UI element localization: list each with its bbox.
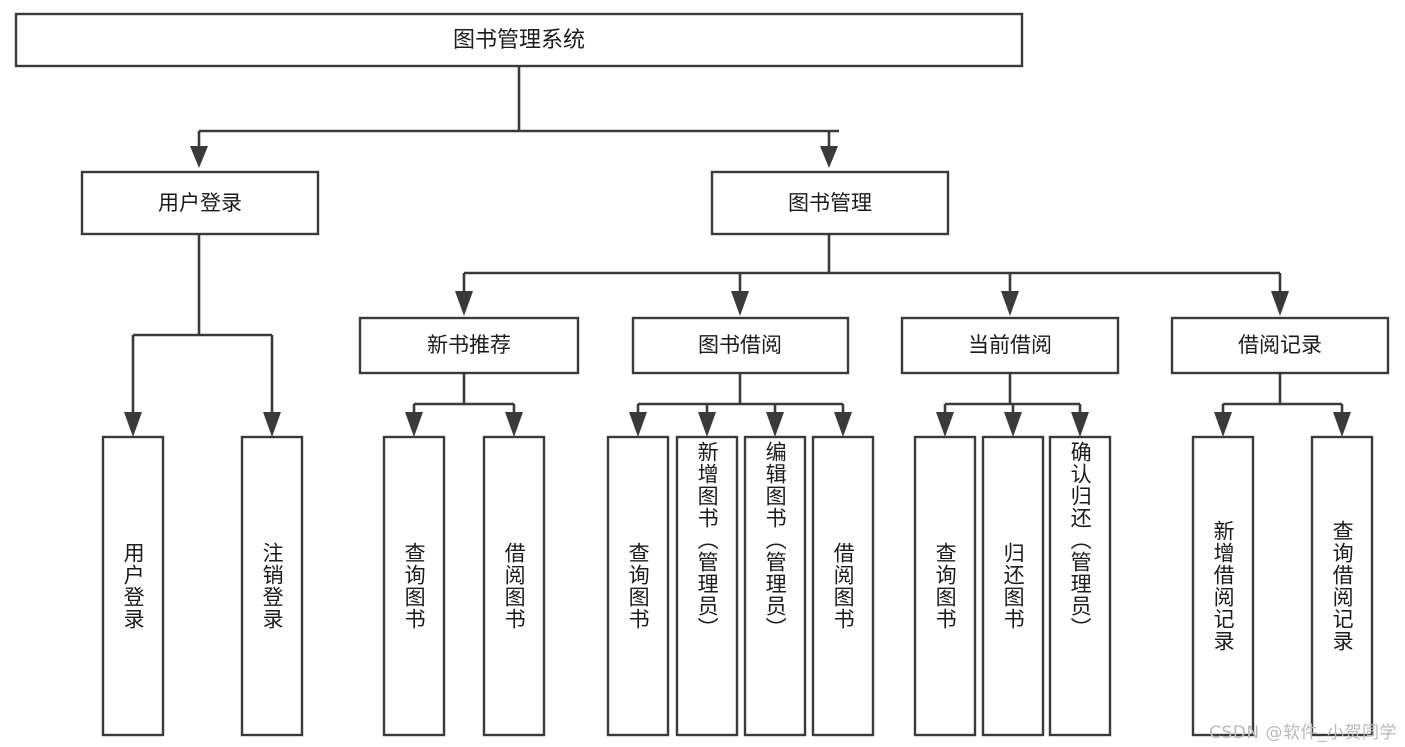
node-user-login-box[interactable] xyxy=(80,170,320,236)
node-current-borrow[interactable]: 当前借阅 xyxy=(900,316,1120,375)
node-book-manage-box[interactable] xyxy=(710,170,950,236)
leaf-box-user-login-0[interactable] xyxy=(101,435,165,737)
arrow-head-level3-2 xyxy=(1001,291,1019,316)
node-root-box[interactable] xyxy=(14,12,1024,68)
node-borrow-record[interactable]: 借阅记录 xyxy=(1170,316,1390,375)
arrow-head-leaf-current-borrow-1 xyxy=(1004,412,1022,437)
arrow-head-leaf-borrow-record-1 xyxy=(1333,412,1351,437)
connector-book-borrow-to-leaves xyxy=(629,373,852,437)
csdn-watermark: CSDN @软件_小贺同学 xyxy=(1209,723,1397,743)
arrow-head-leaf-current-borrow-0 xyxy=(936,412,954,437)
leaf-box-book-borrow-2[interactable] xyxy=(743,435,807,737)
connector-book-manage-to-level3 xyxy=(455,234,1289,316)
arrow-head-book-manage xyxy=(820,146,838,168)
leaf-box-book-borrow-1[interactable] xyxy=(675,435,739,737)
arrow-head-leaf-book-borrow-2 xyxy=(766,412,784,437)
arrow-head-user-login xyxy=(190,146,208,168)
node-book-borrow[interactable]: 图书借阅 xyxy=(631,316,850,375)
arrow-head-leaf-book-borrow-1 xyxy=(698,412,716,437)
arrow-head-leaf-current-borrow-2 xyxy=(1071,412,1089,437)
leaf-box-user-login-1[interactable] xyxy=(240,435,304,737)
leaf-box-current-borrow-0[interactable] xyxy=(913,435,977,737)
node-book-borrow-box[interactable] xyxy=(631,316,850,375)
leaf-box-borrow-record-1[interactable] xyxy=(1310,435,1374,737)
node-book-borrow-label: 图书借阅 xyxy=(698,333,782,357)
arrow-head-leaf-book-borrow-3 xyxy=(834,412,852,437)
arrow-head-leaf-new-book-0 xyxy=(405,412,423,437)
leaf-box-new-book-0[interactable] xyxy=(382,435,446,737)
leaf-box-current-borrow-1[interactable] xyxy=(981,435,1045,737)
arrow-head-level3-1 xyxy=(731,291,749,316)
connector-new-book-to-leaves xyxy=(405,373,523,437)
leaf-box-book-borrow-3[interactable] xyxy=(811,435,875,737)
arrow-head-leaf-borrow-record-0 xyxy=(1214,412,1232,437)
arrow-head-leaf-book-borrow-0 xyxy=(629,412,647,437)
leaf-box-book-borrow-0[interactable] xyxy=(606,435,670,737)
node-new-book-box[interactable] xyxy=(358,316,580,375)
node-borrow-record-box[interactable] xyxy=(1170,316,1390,375)
arrow-head-level3-3 xyxy=(1271,291,1289,316)
node-user-login-label: 用户登录 xyxy=(158,191,242,215)
connector-borrow-record-to-leaves xyxy=(1214,373,1351,437)
node-new-book[interactable]: 新书推荐 xyxy=(358,316,580,375)
node-book-manage-label: 图书管理 xyxy=(788,191,872,215)
leaf-box-current-borrow-2[interactable] xyxy=(1048,435,1112,737)
node-book-manage[interactable]: 图书管理 xyxy=(710,170,950,236)
arrow-head-leaf-user-login-0 xyxy=(124,412,142,437)
node-current-borrow-box[interactable] xyxy=(900,316,1120,375)
node-user-login[interactable]: 用户登录 xyxy=(80,170,320,236)
node-current-borrow-label: 当前借阅 xyxy=(968,333,1052,357)
node-root-label: 图书管理系统 xyxy=(453,28,585,53)
arrow-head-leaf-user-login-1 xyxy=(263,412,281,437)
node-borrow-record-label: 借阅记录 xyxy=(1238,333,1322,357)
connector-user-login-to-leaves xyxy=(124,234,281,437)
arrow-head-leaf-new-book-1 xyxy=(505,412,523,437)
leaf-box-borrow-record-0[interactable] xyxy=(1191,435,1255,737)
node-root[interactable]: 图书管理系统 xyxy=(14,12,1024,68)
connector-root-to-level2 xyxy=(190,66,839,168)
leaf-box-new-book-1[interactable] xyxy=(482,435,546,737)
connector-current-borrow-to-leaves xyxy=(936,373,1089,437)
node-new-book-label: 新书推荐 xyxy=(427,333,511,357)
arrow-head-level3-0 xyxy=(455,291,473,316)
